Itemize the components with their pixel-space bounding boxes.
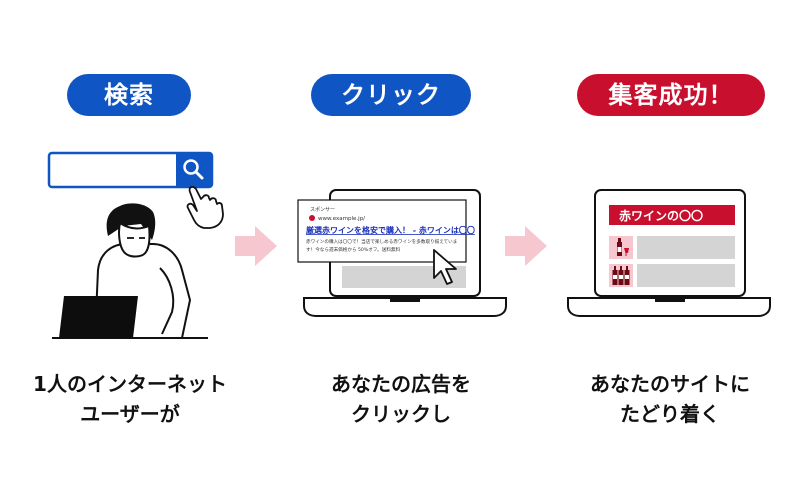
search-icon [183, 159, 204, 180]
step-1-search-pill: 検索 [67, 74, 191, 116]
product-row-1 [637, 236, 735, 259]
step-3-caption: あなたのサイトに たどり着く [560, 369, 780, 429]
arrow-step-1-to-2 [235, 226, 277, 266]
step-2-caption: あなたの広告を クリックし [291, 369, 511, 429]
step-2-caption-line-2: クリックし [351, 402, 451, 426]
arrow-step-2-to-3 [505, 226, 547, 266]
step-3-caption-line-2: たどり着く [620, 402, 720, 426]
wine-bottle-icon [617, 238, 629, 256]
site-banner-text: 赤ワインの〇〇 [619, 208, 703, 223]
ad-description-1: 赤ワインの購入は〇〇で！当店で楽しめる赤ワインを多数取り揃えていま [306, 238, 457, 245]
wine-bottles-icon [612, 266, 630, 285]
pointing-hand-icon [186, 185, 224, 229]
site-banner [609, 205, 735, 225]
search-bar [47, 151, 214, 189]
step-2-click-pill: クリック [311, 74, 471, 116]
laptop-back [59, 296, 138, 338]
ad-site-icon [309, 215, 315, 221]
step-1-caption: 1人のインターネット ユーザーが [20, 369, 240, 429]
product-row-2 [637, 264, 735, 287]
step-1-caption-line-1: 1人のインターネット [33, 372, 227, 396]
cursor-arrow-icon [433, 249, 457, 285]
ad-description-2: す！今なら週末価格から 50%オフ。送料無料 [306, 246, 401, 253]
ad-sponsor-label: スポンサー [310, 206, 335, 213]
wine-site[interactable]: 赤ワインの〇〇 [609, 205, 735, 287]
step-3-success-pill: 集客成功！ [577, 74, 765, 116]
ad-headline: 厳選赤ワインを格安で購入！ - 赤ワインは〇〇 [306, 225, 475, 235]
ad-card[interactable]: スポンサー www.example.jp/ 厳選赤ワインを格安で購入！ - 赤ワ… [297, 199, 475, 263]
step-1-caption-line-2: ユーザーが [80, 402, 180, 426]
step-3-caption-line-1: あなたのサイトに [590, 372, 750, 396]
step-2-caption-line-1: あなたの広告を [331, 372, 471, 396]
ad-url: www.example.jp/ [318, 216, 365, 222]
